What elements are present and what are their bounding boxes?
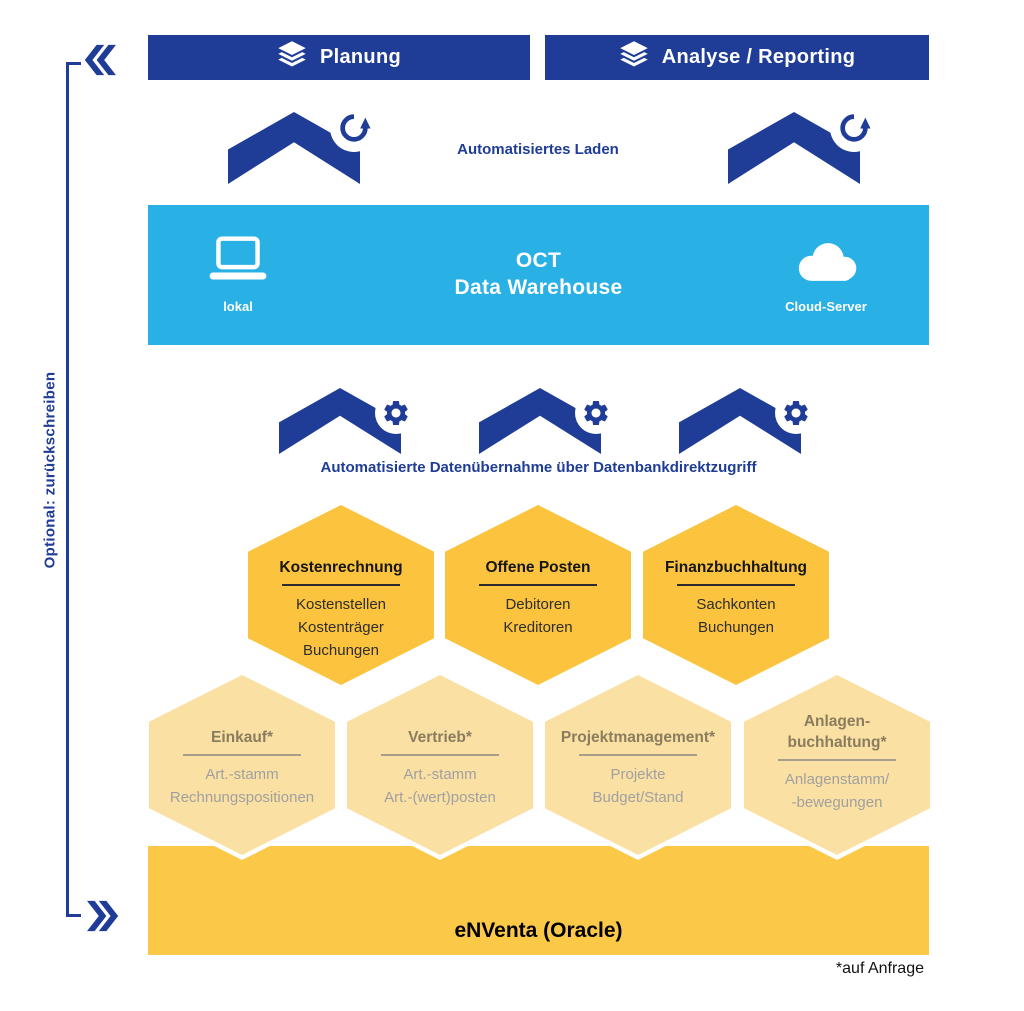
hexagon-offene-posten: Offene Posten Debitoren Kreditoren <box>440 500 636 690</box>
hexagon-content: Offene Posten Debitoren Kreditoren <box>452 505 624 639</box>
warehouse-title: OCT Data Warehouse <box>148 247 929 301</box>
hexagon-item: Art.-stamm <box>205 766 279 783</box>
envEnta-source-band: eNVenta (Oracle) <box>148 846 929 955</box>
load-arrow-right <box>728 104 878 184</box>
hexagon-item: Rechnungspositionen <box>169 789 315 806</box>
hexagon-body: Einkauf* Art.-stamm Rechnungspositionen <box>149 675 335 855</box>
analysis-reporting-bar: Analyse / Reporting <box>545 35 929 80</box>
double-chevron-left-icon <box>84 43 116 82</box>
transfer-arrow-2 <box>479 388 617 454</box>
divider <box>381 754 499 756</box>
hexagon-body: Vertrieb* Art.-stamm Art.-(wert)posten <box>347 675 533 855</box>
hexagon-content: Einkauf* Art.-stamm Rechnungspositionen <box>156 675 328 809</box>
hexagon-title: Finanzbuchhaltung <box>664 559 808 576</box>
bracket-stub-bottom <box>66 914 81 917</box>
hexagon-kostenrechnung: Kostenrechnung Kostenstellen Kostenträge… <box>243 500 439 690</box>
hexagon-projektmanagement: Projektmanagement* Projekte Budget/Stand <box>540 670 736 860</box>
hexagon-content: Projektmanagement* Projekte Budget/Stand <box>552 675 724 809</box>
data-warehouse-band: lokal OCT Data Warehouse Cloud-Server <box>148 205 929 345</box>
hexagon-anlagenbuchhaltung: Anlagen-buchhaltung* Anlagenstamm/ -bewe… <box>739 670 935 860</box>
transfer-arrow-3 <box>679 388 817 454</box>
hexagon-body: Finanzbuchhaltung Sachkonten Buchungen <box>643 505 829 685</box>
analysis-reporting-bar-label: Analyse / Reporting <box>661 46 856 68</box>
cloud-label: Cloud-Server <box>785 299 867 314</box>
hexagon-body: Projektmanagement* Projekte Budget/Stand <box>545 675 731 855</box>
hexagon-finanzbuchhaltung: Finanzbuchhaltung Sachkonten Buchungen <box>638 500 834 690</box>
cloud-host: Cloud-Server <box>759 235 893 314</box>
hexagon-item: Art.-stamm <box>403 766 477 783</box>
hexagon-item: Buchungen <box>698 619 774 636</box>
warehouse-title-line1: OCT <box>515 249 562 272</box>
transfer-arrow-1 <box>279 388 417 454</box>
hexagon-item: Debitoren <box>505 596 571 613</box>
refresh-icon <box>830 104 878 152</box>
divider <box>579 754 697 756</box>
hexagon-item: Projekte <box>610 766 666 783</box>
hexagon-content: Vertrieb* Art.-stamm Art.-(wert)posten <box>354 675 526 809</box>
load-arrow-left <box>228 104 378 184</box>
hexagon-title: Vertrieb* <box>408 729 472 746</box>
hexagon-title: Offene Posten <box>485 559 591 576</box>
hexagon-body: Anlagen-buchhaltung* Anlagenstamm/ -bewe… <box>744 675 930 855</box>
hexagon-title: Einkauf* <box>210 729 273 746</box>
hexagon-body: Offene Posten Debitoren Kreditoren <box>445 505 631 685</box>
planning-bar: Planung <box>148 35 530 80</box>
divider <box>778 759 896 761</box>
bracket-stub-top <box>66 62 81 65</box>
hexagon-item: Anlagenstamm/ <box>784 771 890 788</box>
divider <box>183 754 301 756</box>
hexagon-title: Projektmanagement* <box>560 729 716 746</box>
hexagon-content: Finanzbuchhaltung Sachkonten Buchungen <box>650 505 822 639</box>
gear-icon <box>775 392 817 434</box>
local-host: lokal <box>178 235 298 314</box>
layers-icon <box>619 40 649 76</box>
layers-icon <box>277 40 307 76</box>
hexagon-content: Kostenrechnung Kostenstellen Kostenträge… <box>255 505 427 662</box>
bracket-line <box>66 62 69 917</box>
hexagon-item: Buchungen <box>303 642 379 659</box>
hexagon-einkauf: Einkauf* Art.-stamm Rechnungspositionen <box>144 670 340 860</box>
hexagon-vertrieb: Vertrieb* Art.-stamm Art.-(wert)posten <box>342 670 538 860</box>
gear-icon <box>575 392 617 434</box>
divider <box>479 584 597 586</box>
hexagon-item: Kostenträger <box>298 619 384 636</box>
cloud-icon <box>789 239 863 290</box>
double-chevron-right-icon <box>87 899 119 938</box>
warehouse-title-line2: Data Warehouse <box>454 276 623 299</box>
hexagon-item: Sachkonten <box>696 596 776 613</box>
automated-load-caption: Automatisiertes Laden <box>457 141 619 158</box>
automated-transfer-caption: Automatisierte Datenübernahme über Daten… <box>320 459 757 476</box>
optional-writeback-label: Optional: zurückschreiben <box>41 371 59 569</box>
hexagon-title: Kostenrechnung <box>279 559 403 576</box>
divider <box>677 584 795 586</box>
hexagon-body: Kostenrechnung Kostenstellen Kostenträge… <box>248 505 434 685</box>
planning-bar-label: Planung <box>320 46 401 68</box>
hexagon-title: Anlagen-buchhaltung* <box>787 713 887 751</box>
hexagon-item: -bewegungen <box>791 794 883 811</box>
hexagon-content: Anlagen-buchhaltung* Anlagenstamm/ -bewe… <box>751 675 923 814</box>
divider <box>282 584 400 586</box>
laptop-icon <box>206 235 270 290</box>
gear-icon <box>375 392 417 434</box>
source-band-label: eNVenta (Oracle) <box>454 919 623 942</box>
footnote: *auf Anfrage <box>835 960 924 977</box>
hexagon-item: Art.-(wert)posten <box>384 789 496 806</box>
hexagon-item: Budget/Stand <box>592 789 684 806</box>
refresh-icon <box>330 104 378 152</box>
local-label: lokal <box>223 299 253 314</box>
hexagon-item: Kostenstellen <box>295 596 387 613</box>
hexagon-item: Kreditoren <box>503 619 573 636</box>
